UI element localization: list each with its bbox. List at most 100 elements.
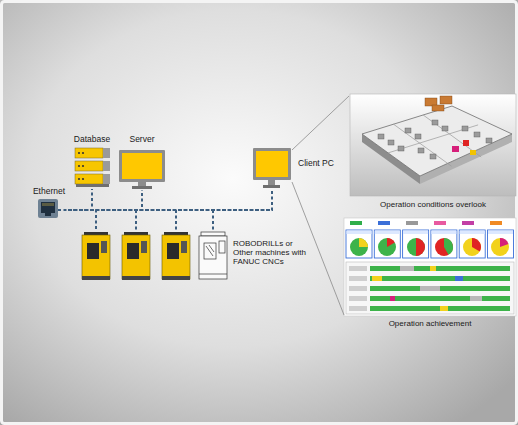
ethernet-bus-part (135, 210, 137, 232)
client-monitor-icon-part (253, 148, 291, 180)
factory-overview-screenshot-part-part (415, 134, 421, 139)
server-monitor-icon-part (132, 186, 152, 189)
database-icon-part (78, 165, 80, 167)
server-monitor-icon-part (122, 153, 162, 179)
achievement-dashboard-screenshot-part (444, 238, 453, 255)
achievement-dashboard-screenshot-part-part (488, 230, 514, 258)
factory-overview-screenshot-part-part (418, 148, 424, 153)
factory-overview-screenshot-part (425, 96, 452, 111)
database-icon-part (75, 174, 103, 184)
ethernet-port-icon-part (45, 213, 51, 216)
network-link (68, 189, 92, 210)
robodrill-machine (162, 232, 190, 280)
node-label: Server (129, 135, 154, 145)
robodrill-machine (122, 232, 150, 280)
screenshot-node: Operation conditions overlook (349, 93, 517, 211)
achievement-dashboard-screenshot-part (500, 238, 508, 247)
achievement-dashboard-screenshot-part-part (370, 296, 510, 301)
other-cnc-machine-sketch-part (201, 232, 225, 236)
factory-overview-screenshot-part-part (430, 154, 436, 159)
database-icon-part (78, 178, 80, 180)
achievement-dashboard-screenshot-part-part (431, 231, 456, 235)
database-icon-part (103, 174, 110, 184)
achievement-dashboard-screenshot-part-part (370, 266, 510, 271)
ethernet-port-icon-part-part (51, 203, 52, 206)
factory-overview-screenshot-part-part (398, 146, 404, 151)
achievement-dashboard-screenshot-part (434, 221, 446, 225)
achievement-dashboard-screenshot-part (350, 238, 368, 256)
ethernet-port-icon-part (43, 203, 53, 206)
factory-overview-screenshot-part-part (474, 132, 480, 137)
achievement-dashboard-screenshot-part (390, 296, 395, 301)
achievement-dashboard-screenshot-part (387, 238, 395, 247)
robodrill-machine-part (162, 276, 190, 280)
node-label: Ethernet (33, 187, 65, 197)
achievement-dashboard-screenshot-part-part (349, 296, 367, 301)
factory-overview-screenshot-part (388, 115, 481, 166)
achievement-dashboard-screenshot-part (416, 238, 425, 256)
factory-overview-screenshot (350, 94, 516, 196)
achievement-dashboard-screenshot-part-part (349, 276, 367, 281)
ethernet-port-icon-part (38, 199, 58, 218)
other-cnc-machine-sketch-part (219, 241, 225, 253)
achievement-dashboard-screenshot-part (440, 306, 448, 311)
factory-overview-screenshot-part (452, 146, 459, 152)
achievement-dashboard-screenshot-part-part (370, 286, 510, 291)
database-icon-part (82, 152, 84, 154)
server-node: Server (118, 134, 166, 190)
achievement-dashboard-screenshot-part (378, 238, 396, 256)
server-monitor-icon (119, 150, 165, 189)
factory-overview-screenshot-part-part (462, 126, 468, 131)
achievement-dashboard-screenshot-part-part (375, 231, 400, 235)
factory-overview-screenshot-part-part (394, 124, 452, 166)
achievement-dashboard-screenshot-part (350, 221, 362, 225)
achievement-dashboard-screenshot-part-part (370, 276, 510, 281)
ethernet-port-icon (38, 199, 58, 218)
factory-overview-screenshot-part-part (388, 140, 394, 145)
node-label: ROBODRILLs or Other machines with FANUC … (233, 239, 309, 267)
robodrill-machine-part (122, 235, 150, 279)
database-icon-part (75, 148, 103, 158)
factory-overview-screenshot-part (463, 140, 469, 146)
node-label: Database (74, 135, 110, 145)
factory-overview-screenshot-part-part (432, 105, 444, 111)
factory-overview-screenshot-part-part (440, 96, 452, 104)
achievement-dashboard-screenshot-part (406, 221, 418, 225)
achievement-dashboard-screenshot-part-part (346, 230, 372, 258)
achievement-dashboard-screenshot-part (455, 276, 463, 281)
robodrill-machine-part (162, 235, 190, 279)
achievement-dashboard-screenshot-part (490, 221, 502, 225)
factory-overview-screenshot-part (470, 150, 476, 155)
ethernet-port-icon-part-part (49, 203, 50, 206)
other-cnc-machine-sketch (199, 232, 227, 279)
robodrill-machine (82, 232, 110, 280)
achievement-dashboard-screenshot-part (435, 238, 453, 256)
network-link (68, 190, 142, 210)
factory-overview-screenshot-part (362, 106, 512, 176)
ethernet-port-icon-part-part (47, 203, 48, 206)
achievement-dashboard-screenshot-part (470, 296, 482, 301)
factory-overview-screenshot-part-part (378, 134, 384, 139)
achievement-dashboard-screenshot-part (344, 218, 516, 316)
achievement-dashboard-screenshot-part (346, 230, 514, 258)
achievement-dashboard-screenshot (344, 218, 516, 316)
achievement-dashboard-screenshot-part (462, 221, 474, 225)
robodrill-machine-part (82, 235, 110, 279)
client-monitor-icon-part (263, 185, 280, 188)
server-monitor-icon-part (119, 150, 165, 182)
ethernet-bus-part (212, 210, 214, 232)
achievement-dashboard-screenshot-part-part (347, 231, 372, 235)
achievement-dashboard-screenshot-part-part (460, 231, 485, 235)
achievement-dashboard-screenshot-part-part (459, 230, 485, 258)
achievement-dashboard-screenshot-part (349, 266, 367, 311)
client-monitor-icon (253, 148, 291, 188)
achievement-dashboard-screenshot-part-part (403, 230, 429, 258)
robodrill-machine-part (127, 243, 139, 259)
factory-overview-screenshot-part-part (486, 138, 492, 143)
ethernet-port-icon-part (41, 202, 55, 213)
